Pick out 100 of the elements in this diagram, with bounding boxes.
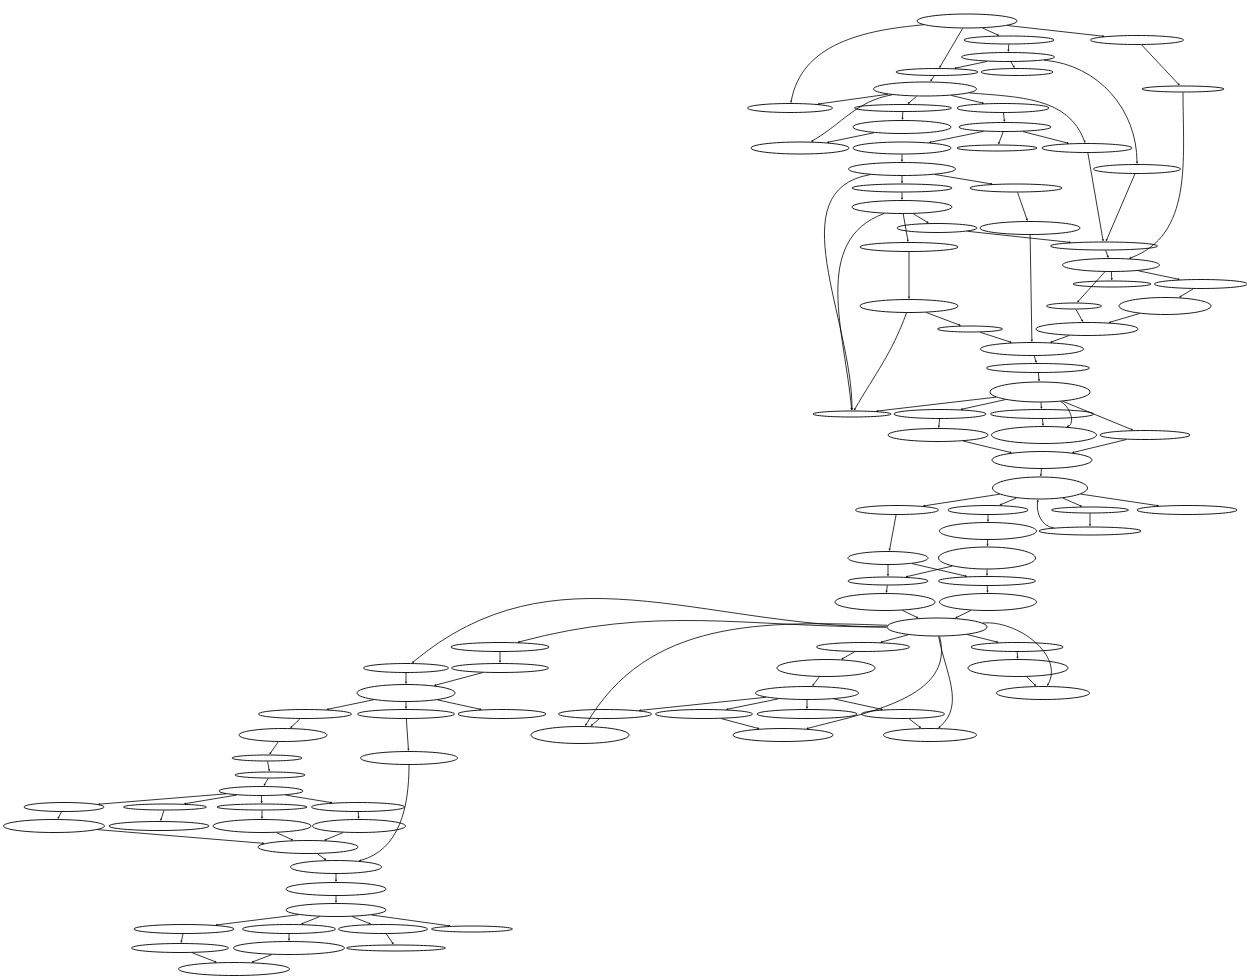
oval-node <box>3 819 105 833</box>
oval-node <box>859 242 959 252</box>
arrow <box>285 794 333 804</box>
oval-node <box>530 726 630 744</box>
oval-node <box>996 686 1090 700</box>
arrow <box>726 698 779 711</box>
oval-node <box>854 104 952 112</box>
arrow <box>1017 192 1028 221</box>
oval-node <box>886 617 988 637</box>
oval-node <box>131 943 229 953</box>
oval-node <box>1118 297 1212 315</box>
arrow <box>1129 92 1184 259</box>
arrow <box>386 933 394 945</box>
oval-node <box>356 684 456 702</box>
arrow <box>1137 270 1180 281</box>
arrow <box>267 761 270 772</box>
oval-node <box>311 802 405 812</box>
arrow <box>263 778 269 786</box>
oval-node <box>990 409 1094 419</box>
oval-node <box>290 860 382 874</box>
oval-node <box>896 223 978 233</box>
oval-node <box>285 903 387 917</box>
oval-node <box>969 183 1063 193</box>
arrow <box>837 213 885 411</box>
oval-node <box>231 754 303 762</box>
arrow <box>902 610 919 619</box>
arrow <box>929 131 984 144</box>
arrow <box>833 698 883 711</box>
arrow <box>288 933 290 941</box>
oval-node <box>216 803 308 811</box>
oval-node <box>431 925 513 933</box>
arrow <box>968 92 1086 143</box>
arrow <box>1036 499 1055 529</box>
oval-node <box>873 81 977 97</box>
arrow <box>966 230 1071 244</box>
oval-node <box>852 141 952 155</box>
oval-node <box>979 221 1081 235</box>
oval-node <box>980 68 1054 76</box>
arrow <box>260 795 263 804</box>
arrow <box>317 853 327 861</box>
oval-node <box>963 35 1055 45</box>
arrow <box>276 832 294 841</box>
oval-node <box>285 882 387 896</box>
arrow <box>357 811 360 819</box>
oval-node <box>750 141 850 155</box>
arrow <box>437 699 482 711</box>
arrow <box>841 651 855 660</box>
arrow <box>351 916 371 925</box>
arrow <box>812 676 820 686</box>
oval-node <box>451 663 549 673</box>
arrow <box>979 331 1012 343</box>
arrow <box>1003 112 1006 122</box>
arrow <box>901 111 904 120</box>
arrow <box>912 213 929 224</box>
arrow <box>1038 372 1040 382</box>
arrow <box>905 565 953 578</box>
oval-node <box>133 924 235 934</box>
arrow <box>817 93 889 105</box>
arrow <box>1006 25 1105 38</box>
oval-node <box>212 819 312 833</box>
arrow <box>1040 402 1043 409</box>
oval-node <box>970 642 1064 652</box>
arrow <box>1108 313 1140 323</box>
oval-node <box>755 686 859 700</box>
arrow <box>335 873 337 882</box>
arrow <box>901 175 903 184</box>
oval-node <box>457 709 547 719</box>
oval-node <box>346 944 446 952</box>
oval-node <box>848 162 956 176</box>
arrow <box>986 585 989 593</box>
arrow <box>1033 355 1037 363</box>
oval-node <box>1141 85 1225 93</box>
arrow <box>371 914 451 927</box>
oval-node <box>847 551 929 565</box>
arrow <box>1105 250 1109 258</box>
oval-node <box>312 819 406 833</box>
oval-node <box>956 103 1050 113</box>
arrow <box>954 61 988 69</box>
arrow <box>939 28 964 68</box>
arrow <box>962 440 1012 454</box>
arrow <box>911 563 968 577</box>
arrow <box>907 95 917 104</box>
arrow <box>901 192 903 200</box>
arrow <box>934 174 993 185</box>
arrow <box>880 634 909 643</box>
oval-node <box>986 363 1090 373</box>
arrow <box>1026 676 1036 686</box>
oval-node <box>958 122 1052 132</box>
oval-node <box>108 821 210 831</box>
oval-node <box>939 593 1037 611</box>
oval-node <box>23 802 105 812</box>
oval-node <box>861 709 945 719</box>
arrow <box>191 952 217 963</box>
oval-node <box>257 840 359 854</box>
arrow <box>1087 152 1104 242</box>
oval-node <box>238 728 328 742</box>
arrow <box>960 399 1006 410</box>
oval-node <box>732 728 834 742</box>
oval-node <box>178 962 290 976</box>
arrow <box>1042 418 1044 426</box>
